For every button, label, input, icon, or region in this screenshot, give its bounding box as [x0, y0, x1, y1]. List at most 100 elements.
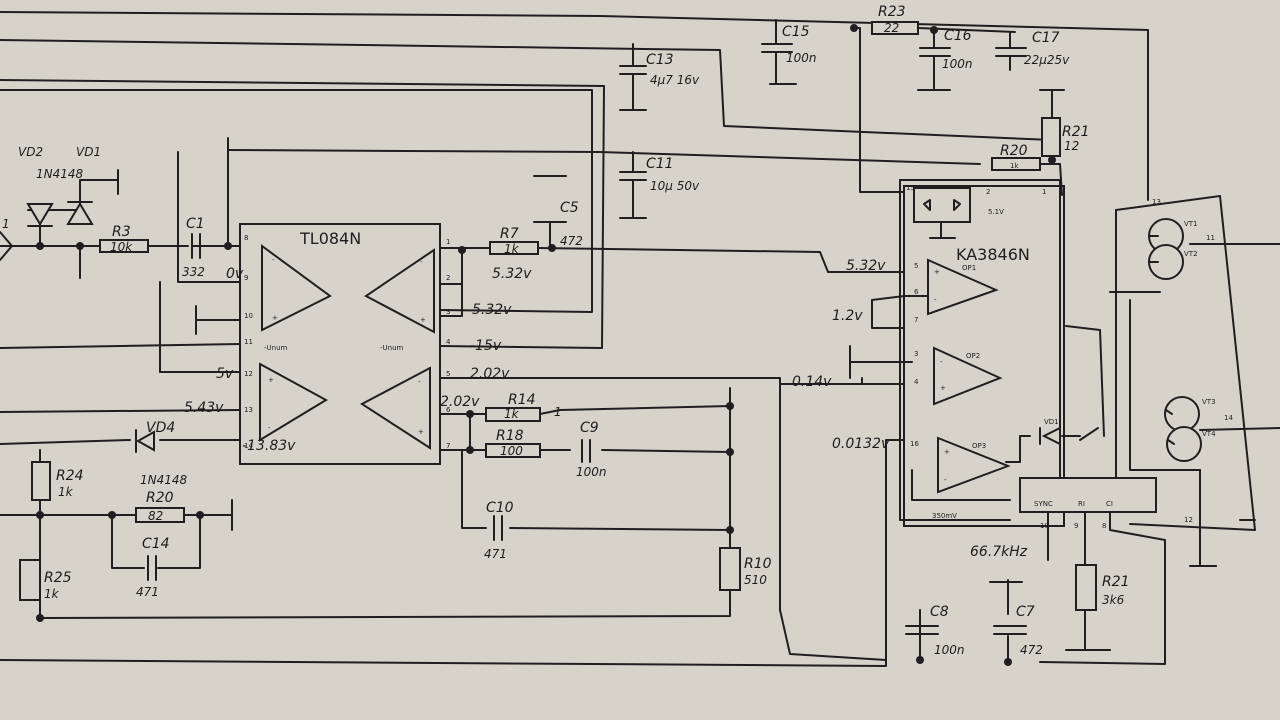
unum-label-a: -Unum [264, 344, 288, 352]
r21-bottom-resistor [1075, 564, 1097, 611]
freq-label: 66.7kHz [970, 544, 1028, 560]
pin-15: 15 [906, 184, 915, 192]
ka3846n-label: KA3846N [956, 245, 1030, 264]
v-5-32-a: 5.32v [492, 266, 532, 282]
r20-label: R20 [146, 490, 174, 506]
r10-value: 510 [744, 573, 767, 587]
c8-label: C8 [930, 604, 949, 620]
v-0-0132: 0.0132v [832, 436, 890, 452]
svg-text:+: + [934, 268, 940, 276]
c15-label: C15 [782, 24, 810, 40]
pin-9: 9 [1074, 522, 1078, 530]
r25-label: R25 [44, 570, 72, 586]
svg-text:-: - [268, 424, 271, 432]
r24-value: 1k [58, 485, 74, 499]
reference-box [913, 187, 971, 223]
sync-label: SYNC [1034, 500, 1053, 508]
vd2-label: VD2 [18, 145, 43, 159]
c16-value: 100n [942, 57, 973, 71]
c8-value: 100n [934, 643, 965, 657]
v-5-32-b: 5.32v [472, 302, 512, 318]
svg-text:-: - [940, 358, 943, 366]
v-m15: -15v [470, 338, 502, 354]
tl-pin-c: 3 [446, 308, 450, 316]
rt-label: RI [1078, 500, 1085, 508]
pin-13: 13 [1152, 198, 1161, 206]
vd1-label: VD1 [76, 145, 101, 159]
pin-1: 1 [1042, 188, 1046, 196]
r21-bottom-value: 3k6 [1102, 593, 1125, 607]
tl-pin-b: 2 [446, 274, 450, 282]
tl-pin-d: 4 [446, 338, 451, 346]
tl-pin-f: 6 [446, 406, 451, 414]
c1-value: 332 [182, 265, 205, 279]
r7-resistor [489, 241, 539, 255]
c16-label: C16 [944, 28, 972, 44]
svg-text:+: + [944, 448, 950, 456]
r7-value: 1k [504, 242, 520, 256]
r21-bottom-label: R21 [1102, 574, 1130, 590]
c7-value: 472 [1020, 643, 1043, 657]
c9-value: 100n [576, 465, 607, 479]
tl-pin-a: 1 [446, 238, 450, 246]
ct-label: CI [1106, 500, 1113, 508]
pin-7: 7 [914, 316, 918, 324]
c7-label: C7 [1016, 604, 1035, 620]
r24-resistor [31, 461, 51, 501]
v-0-14: 0.14v [792, 374, 832, 390]
c5-label: C5 [560, 200, 579, 216]
r23-label: R23 [878, 4, 906, 20]
r18-label: R18 [496, 428, 524, 444]
r14-value: 1k [504, 407, 520, 421]
pin-3: 3 [914, 350, 918, 358]
c1-label: C1 [186, 216, 205, 232]
r14-resistor [485, 407, 541, 422]
tl-pin-i: 9 [244, 274, 248, 282]
r7-label: R7 [500, 226, 519, 242]
c15-value: 100n [786, 51, 817, 65]
sync-block [1019, 477, 1157, 513]
r24-label: R24 [56, 468, 84, 484]
v-5v: 5v [216, 366, 234, 382]
v-5-43: 5.43v [184, 400, 224, 416]
v-5-1: 5.1V [988, 208, 1004, 216]
c10-label: C10 [486, 500, 514, 516]
vt1-label: VT1 [1184, 220, 1198, 228]
svg-text:-: - [944, 476, 947, 484]
pin-5: 5 [914, 262, 918, 270]
v-5-32-c: 5.32v [846, 258, 886, 274]
v-2-02-a: 2.02v [470, 366, 510, 382]
r21-top-resistor [1041, 117, 1061, 157]
partial-designator-1: 1 [2, 217, 10, 231]
r20-top-value: 1k [1010, 162, 1019, 170]
r21-top-label: R21 [1062, 124, 1090, 140]
c14-value: 471 [136, 585, 159, 599]
r25-value: 1k [44, 587, 60, 601]
tl-pin-g: 7 [446, 442, 450, 450]
tl-pin-j: 10 [244, 312, 253, 320]
junction-dots [36, 24, 1056, 666]
pin-6: 6 [914, 288, 919, 296]
capacitors [147, 19, 1027, 635]
unum-label-b: -Unum [380, 344, 404, 352]
tl-pin-e: 5 [446, 370, 450, 378]
pin-14: 14 [1224, 414, 1233, 422]
r25-resistor [19, 559, 41, 601]
r14-label: R14 [508, 392, 536, 408]
svg-text:+: + [420, 316, 426, 324]
vt2-label: VT2 [1184, 250, 1198, 258]
vd12-part-label: 1N4148 [36, 167, 84, 181]
vd4-label: VD4 [146, 420, 175, 436]
op1-label: OP1 [962, 264, 976, 272]
pin-8: 8 [1102, 522, 1106, 530]
vd1-ka-label: VD1 [1044, 418, 1059, 426]
vt4-label: VT4 [1202, 430, 1216, 438]
r10-label: R10 [744, 556, 772, 572]
svg-text:+: + [418, 428, 424, 436]
v-350mv: 350mV [932, 512, 957, 520]
transistors [1079, 218, 1202, 462]
svg-text:+: + [940, 384, 946, 392]
pin-10: 10 [1040, 522, 1049, 530]
r23-resistor [871, 21, 919, 35]
tl084n-label: TL084N [299, 229, 361, 248]
